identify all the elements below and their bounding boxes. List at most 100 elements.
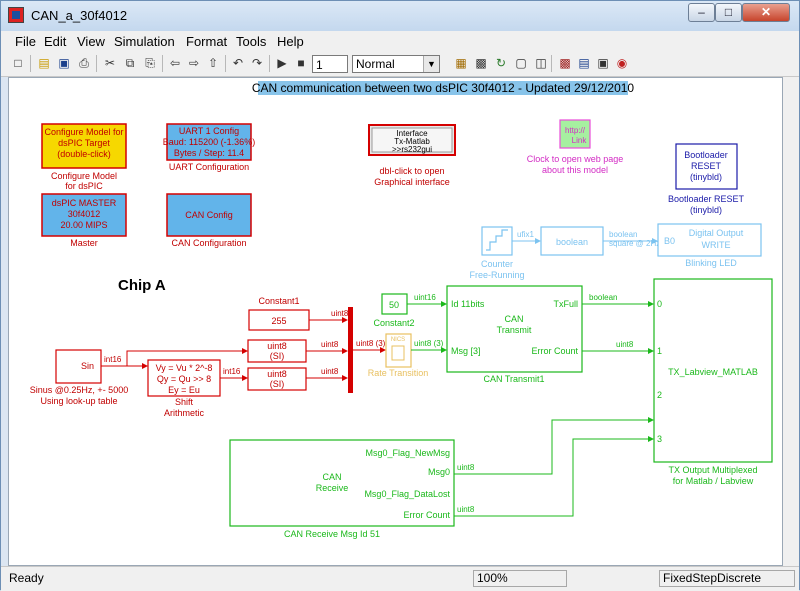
conv1-block[interactable]: uint8 (SI) (247, 339, 307, 363)
configure-model-caption: Configure Model (51, 171, 117, 181)
toolbar-separator (96, 55, 97, 72)
menu-help[interactable]: Help (277, 34, 304, 49)
menu-format[interactable]: Format (186, 34, 228, 49)
shift-signal-label: int16 (223, 367, 241, 376)
up-icon[interactable]: ⇧ (207, 56, 219, 70)
svg-text:255: 255 (271, 316, 286, 326)
redo-icon[interactable]: ↷ (251, 56, 263, 70)
counter-block[interactable] (481, 226, 513, 256)
svg-text:uint8: uint8 (267, 341, 287, 351)
toolbar-separator (225, 55, 226, 72)
paste-icon[interactable]: ⎘ (145, 56, 155, 70)
conv2-block[interactable]: uint8 (SI) (247, 367, 307, 391)
maximize-button[interactable]: □ (715, 3, 742, 22)
back-icon[interactable]: ⇦ (169, 56, 181, 70)
menu-file[interactable]: File (15, 34, 36, 49)
dspic-master-block[interactable]: dsPIC MASTER 30f4012 20.00 MIPS (41, 193, 127, 237)
configure-model-caption-2: for dsPIC (65, 181, 103, 191)
uart-config-block[interactable]: UART 1 Config Baud: 115200 (-1.36%) Byte… (163, 123, 255, 161)
start-simulation-icon[interactable]: ▶ (277, 56, 287, 70)
svg-text:Link: Link (572, 136, 588, 145)
print-icon[interactable]: ⎙ (79, 56, 89, 70)
rate-transition-block[interactable]: NICS (385, 333, 412, 368)
help-target-icon[interactable]: ◉ (616, 56, 628, 70)
boolean-signal-label: boolean (609, 230, 637, 239)
title-bar: CAN_a_30f4012 – □ ✕ (1, 1, 799, 31)
svg-text:Msg [3]: Msg [3] (451, 346, 481, 356)
boolean-convert-block[interactable]: boolean (540, 226, 604, 256)
refresh-icon[interactable]: ↻ (495, 56, 507, 70)
svg-text:3: 3 (657, 434, 662, 444)
svg-text:Qy = Qu >> 8: Qy = Qu >> 8 (157, 374, 211, 384)
configure-model-block[interactable]: Configure Model for dsPIC Target (double… (41, 123, 127, 169)
menu-view[interactable]: View (77, 34, 105, 49)
can-receive-caption: CAN Receive Msg Id 51 (284, 529, 380, 539)
model-browser-icon[interactable]: ▤ (578, 56, 590, 70)
menu-edit[interactable]: Edit (44, 34, 67, 49)
bootloader-reset-block[interactable]: Bootloader RESET (tinybld) (675, 143, 738, 190)
toolbar-separator (30, 55, 31, 72)
constant1-block[interactable]: 255 (248, 309, 310, 331)
rx-error-signal-line (454, 436, 654, 517)
chip-label: Chip A (118, 277, 166, 294)
minimize-button[interactable]: – (688, 3, 715, 22)
svg-text:CAN: CAN (322, 472, 341, 482)
menu-simulation[interactable]: Simulation (114, 34, 175, 49)
status-solver: FixedStepDiscrete (663, 571, 762, 585)
interface-block[interactable]: Interface Tx-Matlab >>rs232gui (368, 124, 456, 156)
master-caption: Master (70, 238, 98, 248)
chevron-down-icon[interactable]: ▼ (423, 56, 439, 72)
can-receive-block[interactable]: Msg0_Flag_NewMsg Msg0 Msg0_Flag_DataLost… (229, 439, 455, 527)
cut-icon[interactable]: ✂ (104, 56, 116, 70)
block-diagram: CAN communication between two dsPIC 30f4… (30, 81, 773, 539)
rx-msg-signal-line (454, 417, 654, 475)
constant2-caption: Constant2 (373, 318, 414, 328)
interface-caption-2: Graphical interface (374, 177, 450, 187)
svg-text:TxFull: TxFull (554, 299, 579, 309)
tx-output-block[interactable]: 0 1 2 3 TX_Labview_MATLAB (653, 278, 773, 463)
stop-simulation-icon[interactable]: ■ (297, 56, 305, 70)
svg-text:Ey = Eu: Ey = Eu (168, 385, 200, 395)
copy-icon[interactable]: ⧉ (125, 56, 135, 70)
simulation-mode-select[interactable]: Normal ▼ (352, 55, 440, 73)
forward-icon[interactable]: ⇨ (188, 56, 200, 70)
menu-bar: File Edit View Simulation Format Tools H… (1, 31, 799, 52)
sin-caption: Sinus @0.25Hz, +- 5000 (30, 385, 128, 395)
model-explorer-icon[interactable]: ◫ (535, 56, 547, 70)
status-zoom-box: 100% (473, 570, 567, 587)
sin-caption-2: Using look-up table (40, 396, 117, 406)
svg-text:dsPIC MASTER: dsPIC MASTER (52, 198, 117, 208)
svg-text:(double-click): (double-click) (57, 149, 111, 159)
svg-text:(tinybld): (tinybld) (690, 172, 722, 182)
digital-output-block[interactable]: B0 Digital Output WRITE (657, 223, 762, 257)
can-config-block[interactable]: CAN Config (166, 193, 252, 237)
model-advisor-icon[interactable]: ▣ (597, 56, 609, 70)
undo-icon[interactable]: ↶ (232, 56, 244, 70)
window-title: CAN_a_30f4012 (31, 8, 128, 23)
svg-text:Error Count: Error Count (403, 510, 450, 520)
save-icon[interactable]: ▣ (58, 56, 70, 70)
status-bar: Ready 100% FixedStepDiscrete (1, 566, 799, 591)
sin-block[interactable]: Sin (55, 349, 102, 384)
svg-text:20.00 MIPS: 20.00 MIPS (60, 220, 107, 230)
model-canvas[interactable]: CAN communication between two dsPIC 30f4… (8, 77, 783, 566)
new-model-icon[interactable]: □ (14, 56, 22, 70)
library-browser-icon[interactable]: ▩ (559, 56, 571, 70)
mux-block[interactable] (348, 307, 353, 393)
web-link-block[interactable]: http:// Link (559, 119, 591, 149)
can-transmit-block[interactable]: Id 11bits Msg [3] TxFull Error Count CAN… (446, 285, 583, 373)
vertical-scrollbar[interactable] (783, 77, 799, 566)
close-button[interactable]: ✕ (742, 3, 790, 22)
build-icon[interactable]: ▦ (455, 56, 467, 70)
menu-tools[interactable]: Tools (236, 34, 267, 49)
model-banner: CAN communication between two dsPIC 30f4… (252, 81, 635, 95)
update-diagram-icon[interactable]: ▩ (475, 56, 487, 70)
debug-icon[interactable]: ▢ (515, 56, 527, 70)
svg-text:Interface: Interface (396, 129, 428, 138)
open-folder-icon[interactable]: ▤ (38, 56, 50, 70)
shift-arithmetic-block[interactable]: Vy = Vu * 2^-8 Qy = Qu >> 8 Ey = Eu (147, 359, 221, 397)
constant2-block[interactable]: 50 (381, 293, 408, 315)
mux-signal-label: uint8 (3) (356, 339, 386, 348)
stop-time-input[interactable]: 1 (312, 55, 348, 73)
